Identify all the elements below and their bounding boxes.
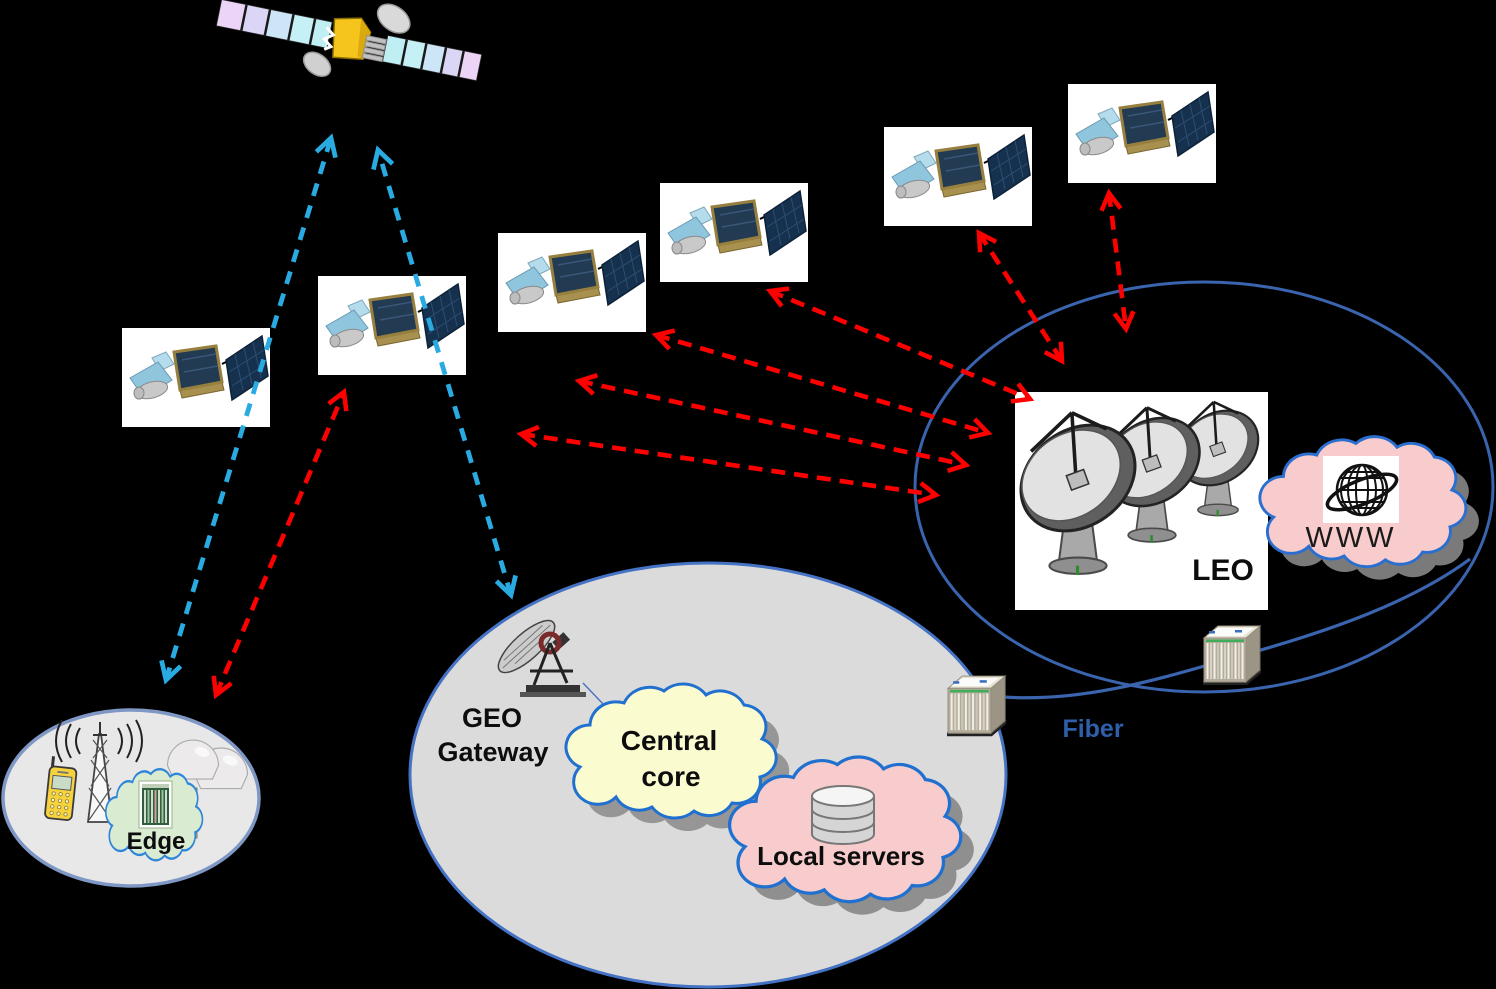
local-servers-label: Local servers xyxy=(757,841,925,871)
red-link-satellite-ground xyxy=(976,229,1065,365)
leo-satellite-icon xyxy=(496,231,648,334)
leo-label: LEO xyxy=(1192,554,1254,587)
leo-satellite-icon xyxy=(1066,82,1218,185)
router-icon xyxy=(946,675,1007,737)
red-link-edge-satellite xyxy=(211,387,349,700)
blue-link-gateway-geo xyxy=(371,145,518,600)
red-link-satellite-ground xyxy=(651,328,993,440)
radio-waves-right-icon xyxy=(117,719,143,763)
edge-label: Edge xyxy=(127,828,186,855)
central-core-label-line2: core xyxy=(641,761,700,792)
www-label: WWW xyxy=(1305,522,1396,554)
red-link-satellite-ground xyxy=(1099,188,1136,334)
geo-gateway-label-line2: Gateway xyxy=(437,737,548,767)
edge-cloud: Edge xyxy=(104,767,204,862)
central-core-label-line1: Central xyxy=(621,725,717,756)
red-leo-links xyxy=(211,188,1136,700)
geo-gateway-label-line1: GEO xyxy=(462,703,522,733)
gateway-dish-icon xyxy=(497,619,605,706)
blue-link-edge-geo xyxy=(159,133,338,685)
red-link-satellite-ground xyxy=(765,286,1035,404)
globe-icon xyxy=(1323,456,1399,523)
leo-satellite-icon xyxy=(316,274,468,377)
fiber-label: Fiber xyxy=(1062,715,1123,743)
database-icon xyxy=(811,785,875,845)
leo-satellite-icon xyxy=(882,125,1034,228)
antenna-tower-icon xyxy=(86,722,127,823)
edge-zone: Edge xyxy=(44,719,249,862)
geo-satellite-icon xyxy=(215,0,483,82)
blue-geo-links xyxy=(159,133,518,685)
router-icon xyxy=(1202,625,1262,686)
local-servers-cloud: Local servers xyxy=(727,755,963,904)
leo-satellite-icon xyxy=(658,181,810,284)
radio-waves-left-icon xyxy=(55,719,81,763)
cell-phone-icon xyxy=(44,756,78,821)
server-rack-icon xyxy=(138,780,173,829)
central-core-cloud: Central core xyxy=(564,682,778,820)
red-link-satellite-ground xyxy=(574,373,971,473)
www-cloud: WWW xyxy=(1258,435,1468,569)
